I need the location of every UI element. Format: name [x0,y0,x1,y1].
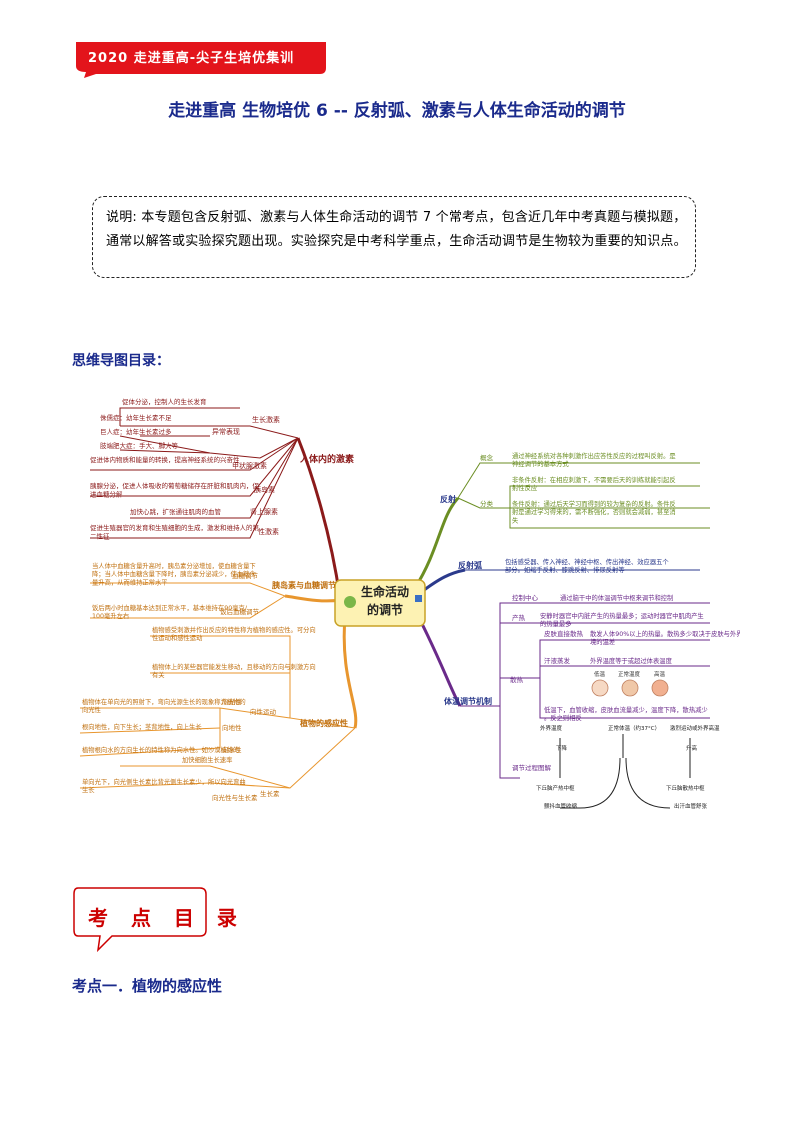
node-temp: 体温调节机制 [444,696,492,706]
branch-plant [342,617,358,729]
note-box [92,196,696,278]
node-thyroid: 甲状腺激素 [232,461,267,470]
toc-label: 考 点 目 录 [88,906,245,930]
blood-sub1-text: 当人体中血糖含量升高时，胰岛素分泌增加，使血糖含量下降；当人体中血糖含量下降时，… [92,561,256,586]
section-title: 考点一．植物的感应性 [72,977,223,995]
diag-normal: 正常体温（约37°C） [608,724,660,732]
temp-circles [591,679,669,697]
sweat-text: 外界温度等于或超过体表温度 [590,656,673,665]
node-heat-prod: 产热 [512,613,526,622]
node-blood-sub2: 饭后血糖调节 [220,607,260,616]
node-phototropism: 向光性 [222,697,242,706]
node-process: 调节过程图解 [512,763,552,772]
auxin-item-2: 单向光下，向光侧生长素比背光侧生长素少，所以向光弯曲生长 [82,777,246,794]
tropism-def: 植物体上的某些器官能发生移动，且移动的方向与刺激方向有关 [152,662,316,679]
adrenal-item: 加快心跳，扩张通往肌肉的血管 [130,507,222,516]
node-hormone: 人体内的激素 [299,453,354,465]
node-insulin: 胰岛素 [254,485,275,494]
skin-text: 散发人体90%以上的热量。散热多少取决于皮肤与外界环境的温差 [590,629,740,646]
auxin-item-1: 加快细胞生长速率 [182,755,232,764]
node-blood-sub1: 血糖调节 [232,571,259,580]
note-text: 说明: 本专题包含反射弧、激素与人体生命活动的调节 7 个常考点，包含近几年中考… [106,210,687,249]
low-text: 低温下，血管收缩，皮肤血流量减少，温度下降，散热减少。反之则相反 [544,705,708,722]
node-classify: 分类 [480,499,494,508]
banner-text: 2020 走进重高-尖子生培优集训 [88,51,295,66]
node-reflex: 反射 [440,494,456,504]
plus-icon [344,596,356,608]
sex-item: 促进生殖器官的发育和生殖细胞的生成，激发和维持人的第二性征 [90,523,260,541]
growth-item-3: 巨人症：幼年生长素过多 [100,427,172,436]
temp-label-normal: 正常温度 [618,670,641,678]
diag-rise: 升高 [686,744,698,752]
temp-label-high: 高温 [654,670,666,678]
diag-sweat-out: 出汗血管舒张 [674,802,708,810]
node-tropism: 向性运动 [250,707,277,716]
node-insulin-blood: 胰岛素与血糖调节 [272,580,336,590]
node-geotropism: 向地性 [222,723,242,732]
branch-insulin [284,594,341,603]
insulin-item: 胰腺分泌，促进人体吸收的葡萄糖储存在肝脏和肌肉内，促进血糖分解 [90,481,260,499]
node-skin: 皮肤直接散热 [544,629,584,638]
photo-text: 植物体在单向光的照射下，弯向光源生长的现象称为植物的向光性 [82,697,246,714]
unconditioned: 非条件反射：在相应刺激下，不需要后天的训练就能引起反射性反应 [512,475,676,492]
diag-hot-env: 激烈运动或外界高温 [670,724,720,732]
diag-center-hot: 下丘脑散热中枢 [666,784,705,792]
branch-arc [419,568,466,595]
diag-drop: 下降 [556,744,568,752]
growth-item-4: 肢端肥大症：手大、脚大等 [100,441,179,450]
node-auxin-rel: 向光性与生长素 [212,793,258,802]
thyroid-item: 促进体内物质和能量的转换，提高神经系统的兴奋性 [90,455,240,464]
growth-item-1: 促体分泌，控制人的生长发育 [122,397,207,406]
node-sex: 性激素 [258,527,279,536]
branch-reflex [413,496,460,589]
diag-center-cold: 下丘脑产热中枢 [536,784,575,792]
diag-cold-env: 外界温度 [540,724,563,732]
node-control: 控制中心 [512,593,539,602]
geo-text: 根向地性，向下生长；茎背地性，向上生长 [82,722,202,731]
node-sweat: 汗液蒸发 [544,656,571,665]
heat-prod-text: 安静时器官中内脏产生的热量最多；运动时器官中肌肉产生的热量最多 [540,611,704,628]
node-heat-loss: 散热 [510,675,524,684]
node-growth: 生长激素 [252,415,280,424]
concept-text: 通过神经系统对各种刺激作出应答性反应的过程叫反射。是神经调节的基本方式 [512,451,676,468]
growth-item-2: 侏儒症：幼年生长素不足 [100,413,172,422]
node-adrenal: 肾上腺素 [250,507,278,516]
mindmap-heading: 思维导图目录： [72,353,170,369]
node-auxin: 生长素 [260,789,280,798]
mindmap: 生命活动 的调节 人体内的激素 生长激素 促体分泌，控制人的生长发育 侏儒症：幼… [79,397,740,810]
regulation-diagram [559,734,691,809]
conditioned: 条件反射：通过后天学习而得到的较为复杂的反射。条件反射是通过学习得来的，需不断强… [512,499,676,524]
toc-bubble [73,887,207,953]
expand-icon [415,595,422,602]
node-arc: 反射弧 [458,560,482,570]
node-hydrotropism: 向水性 [222,745,242,754]
hydro-text: 植物根向水的方向生长的特性称为向水性。如沙漠植物的 [82,745,239,754]
branch-hormone [296,437,342,599]
blood-sub2-text: 饭后两小时血糖基本达到正常水平，基本维持在90毫克/100毫升左右 [92,603,248,620]
plant-intro: 植物感受刺激并作出反应的特性称为植物的感应性。可分向性运动和感性运动 [152,625,316,642]
page-title: 走进重高 生物培优 6 -- 反射弧、激素与人体生命活动的调节 [168,101,626,121]
center-node [334,579,426,627]
node-abnormal: 异常表现 [212,427,240,436]
center-label-2: 的调节 [367,602,403,617]
diag-shiver: 颤抖血管收缩 [544,802,578,810]
node-concept: 概念 [480,453,494,462]
arc-text: 包括感受器、传入神经、神经中枢、传出神经、效应器五个部分。如缩手反射、膝跳反射、… [505,557,669,574]
control-text: 通过脑干中的体温调节中枢来调节和控制 [560,593,673,602]
center-label: 生命活动 [361,584,409,599]
node-plant: 植物的感应性 [299,718,348,728]
temp-label-low: 低温 [594,670,606,678]
banner-badge [76,42,326,78]
